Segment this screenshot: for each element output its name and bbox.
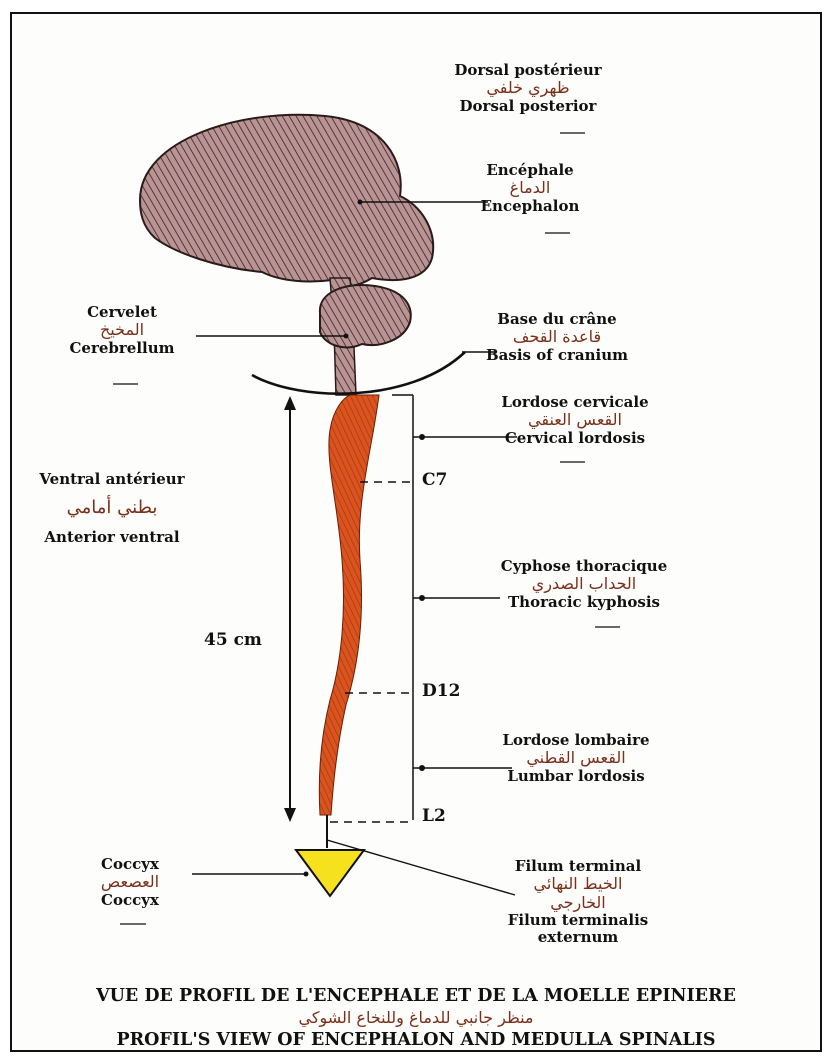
label-base-crane: Base du crâne قاعدة القحف Basis of crani…: [486, 311, 628, 364]
label-filum: Filum terminal الخيط النهائي الخارجي Fil…: [508, 858, 648, 947]
length-measure: 45 cm: [204, 630, 262, 650]
encephale-ar: الدماغ: [481, 179, 580, 197]
base-crane-fr: Base du crâne: [486, 311, 628, 328]
level-d12: D12: [422, 681, 460, 701]
label-cyphose: Cyphose thoracique الحداب الصدري Thoraci…: [501, 558, 668, 611]
label-ventral: Ventral antérieur بطني أمامي Anterior ve…: [39, 466, 184, 550]
lordose-lombaire-en: Lumbar lordosis: [502, 768, 649, 785]
label-dorsal: Dorsal postérieur ظهري خلفي Dorsal poste…: [454, 62, 601, 115]
coccyx-fr: Coccyx: [101, 856, 159, 873]
label-lordose-cervicale: Lordose cervicale القعس العنقي Cervical …: [501, 394, 648, 447]
spinal-cord-shape: [319, 395, 379, 815]
title-en: PROFIL'S VIEW OF ENCEPHALON AND MEDULLA …: [0, 1030, 832, 1050]
cervelet-fr: Cervelet: [69, 304, 174, 321]
base-crane-en: Basis of cranium: [486, 347, 628, 364]
lordose-cervicale-en: Cervical lordosis: [501, 430, 648, 447]
encephalon-shape: [140, 115, 433, 286]
filum-en1: Filum terminalis: [508, 912, 648, 929]
cyphose-en: Thoracic kyphosis: [501, 594, 668, 611]
dorsal-en: Dorsal posterior: [454, 98, 601, 115]
lordose-lombaire-ar: القعس القطني: [502, 749, 649, 767]
ventral-en: Anterior ventral: [39, 524, 184, 550]
dorsal-ar: ظهري خلفي: [454, 79, 601, 97]
base-crane-ar: قاعدة القحف: [486, 328, 628, 346]
label-coccyx: Coccyx العصعص Coccyx: [101, 856, 159, 909]
ventral-ar: بطني أمامي: [39, 492, 184, 524]
title-ar: منظر جانبي للدماغ وللنخاع الشوكي: [0, 1008, 832, 1027]
lordose-lombaire-fr: Lordose lombaire: [502, 732, 649, 749]
filum-en2: externum: [508, 929, 648, 946]
cerebellum-shape: [320, 285, 411, 347]
dorsal-fr: Dorsal postérieur: [454, 62, 601, 79]
cyphose-fr: Cyphose thoracique: [501, 558, 668, 575]
level-l2: L2: [422, 806, 446, 826]
title-fr: VUE DE PROFIL DE L'ENCEPHALE ET DE LA MO…: [0, 986, 832, 1006]
coccyx-en: Coccyx: [101, 892, 159, 909]
cervelet-en: Cerebrellum: [69, 340, 174, 357]
filum-ar2: الخارجي: [508, 894, 648, 912]
cyphose-ar: الحداب الصدري: [501, 575, 668, 593]
label-cervelet: Cervelet المخيخ Cerebrellum: [69, 304, 174, 357]
label-lordose-lombaire: Lordose lombaire القعس القطني Lumbar lor…: [502, 732, 649, 785]
cervelet-ar: المخيخ: [69, 321, 174, 339]
encephale-en: Encephalon: [481, 198, 580, 215]
filum-fr: Filum terminal: [508, 858, 648, 875]
skull-base-line: [252, 352, 465, 394]
label-encephale: Encéphale الدماغ Encephalon: [481, 162, 580, 215]
coccyx-ar: العصعص: [101, 873, 159, 891]
ventral-fr: Ventral antérieur: [39, 466, 184, 492]
lordose-cervicale-fr: Lordose cervicale: [501, 394, 648, 411]
encephale-fr: Encéphale: [481, 162, 580, 179]
lordose-cervicale-ar: القعس العنقي: [501, 411, 648, 429]
filum-ar1: الخيط النهائي: [508, 875, 648, 893]
level-c7: C7: [422, 470, 447, 490]
